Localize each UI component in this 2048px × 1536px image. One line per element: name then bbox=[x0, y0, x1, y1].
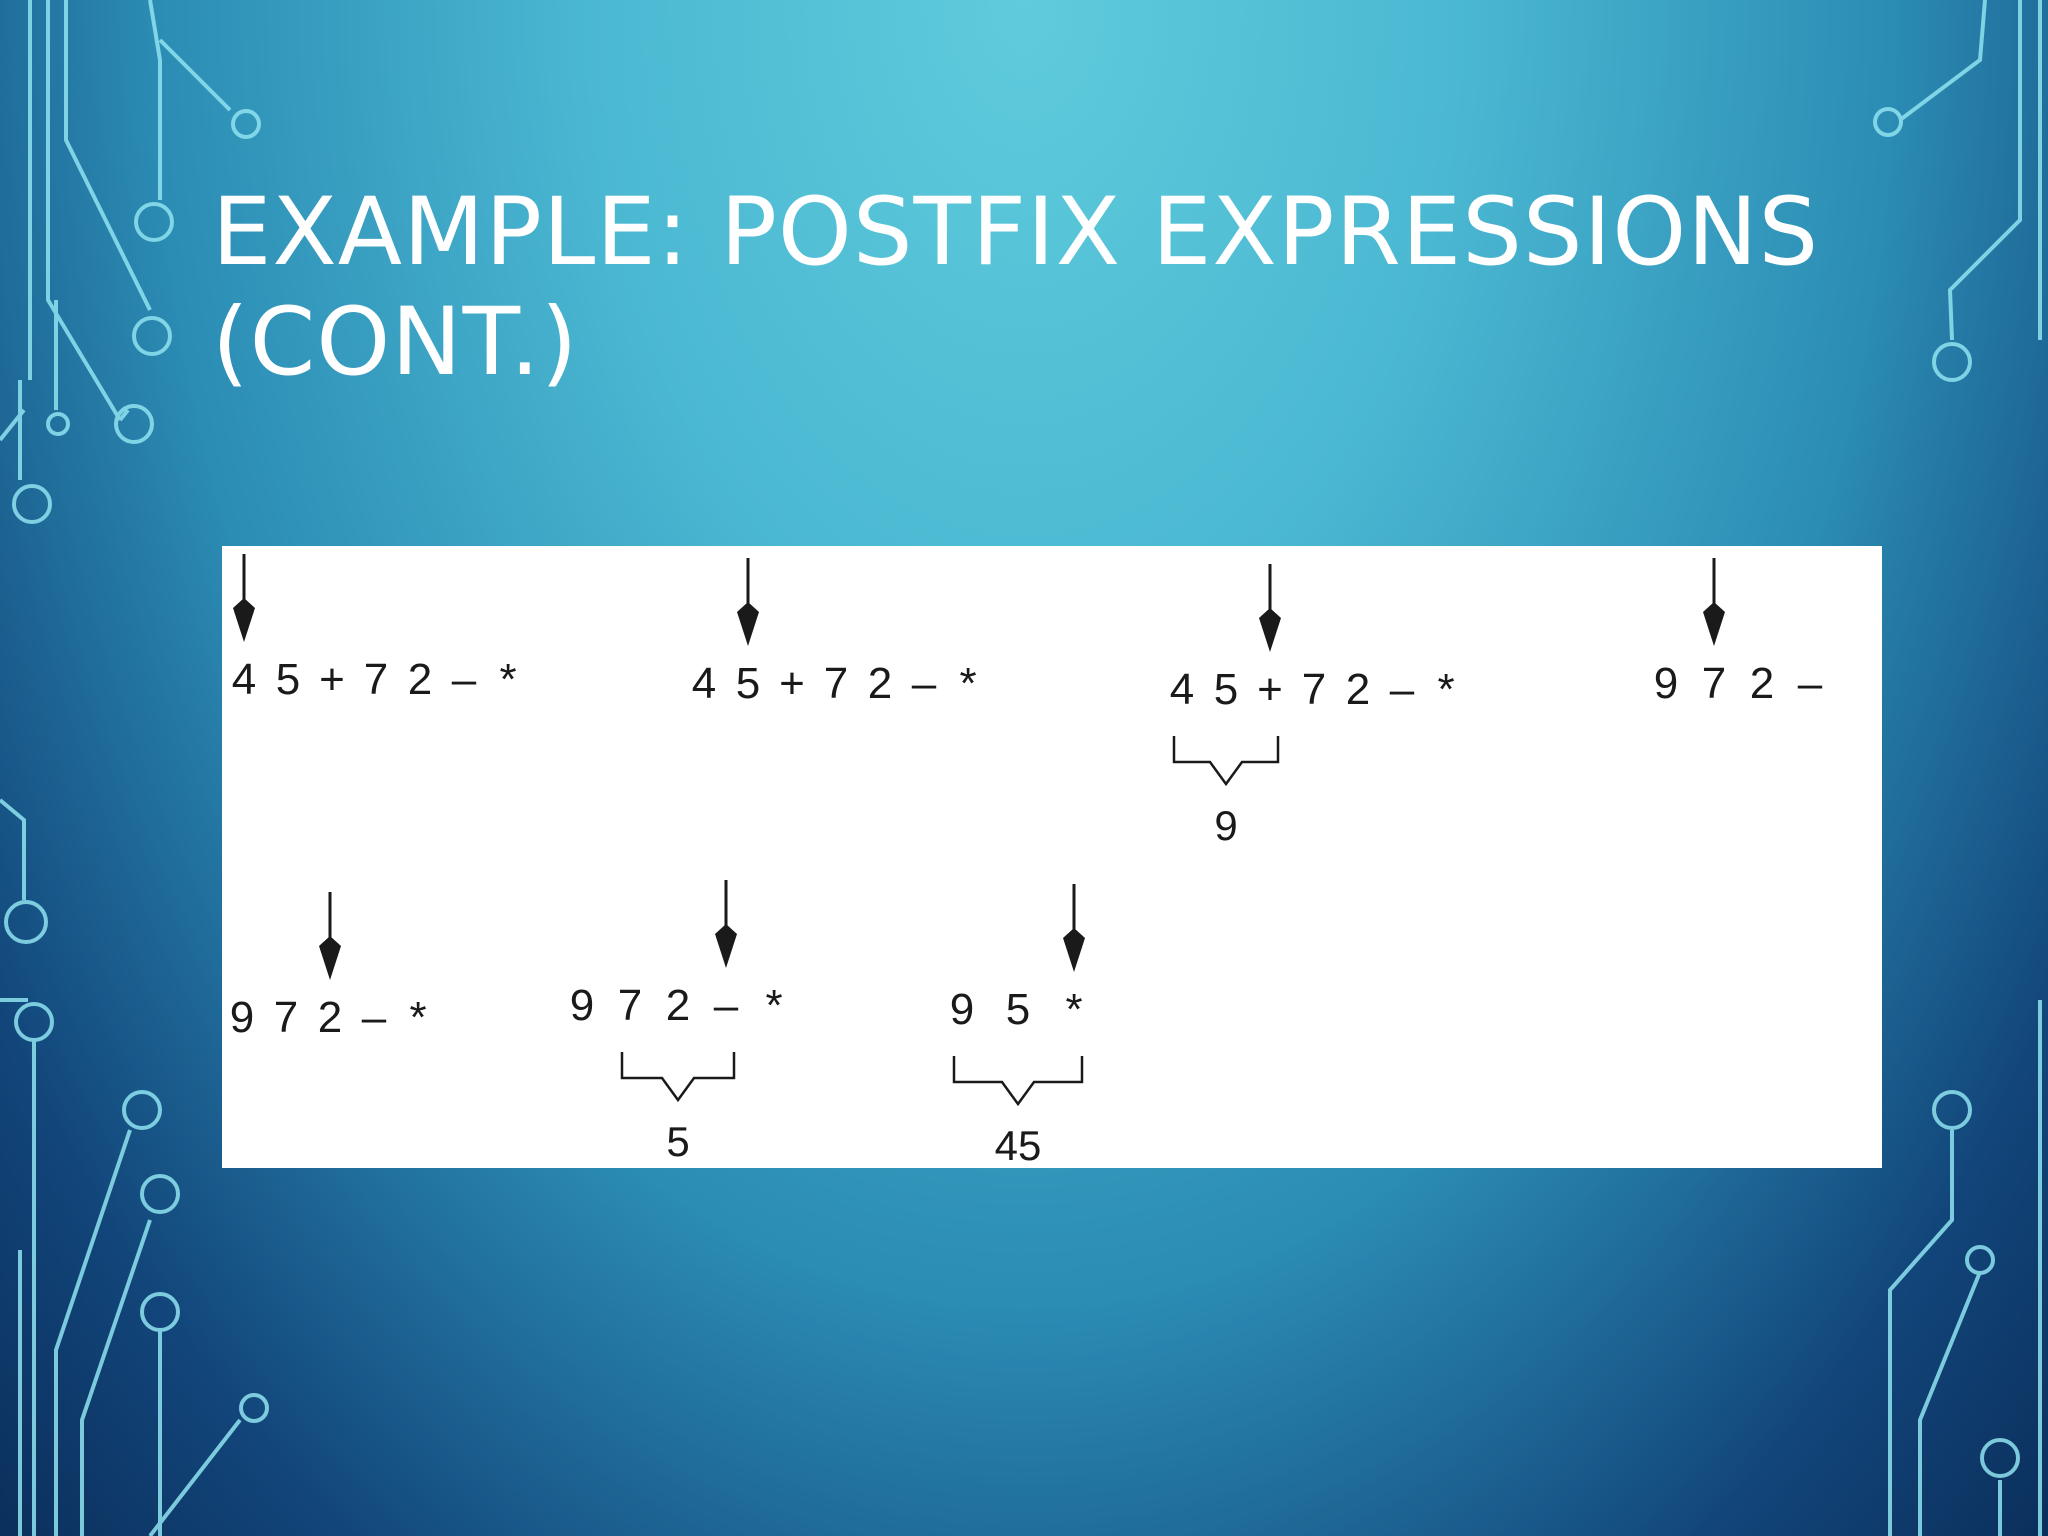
expression-token: 5 bbox=[276, 655, 300, 704]
expression-token: + bbox=[779, 659, 805, 708]
expression-token: 7 bbox=[364, 655, 388, 704]
pointer-arrow-head bbox=[319, 936, 341, 980]
pointer-arrow-head bbox=[737, 602, 759, 646]
expression-token: 2 bbox=[1750, 659, 1774, 708]
slide-title-line-1: EXAMPLE: POSTFIX EXPRESSIONS bbox=[212, 178, 1820, 287]
expression-token: 2 bbox=[318, 993, 342, 1042]
expression-token: 5 bbox=[1214, 665, 1238, 714]
expression-token: * bbox=[499, 655, 516, 704]
expression-token: * bbox=[765, 981, 782, 1030]
reduction-result: 9 bbox=[1214, 802, 1237, 849]
expression-token: 5 bbox=[1006, 985, 1030, 1034]
slide-title-line-2: (CONT.) bbox=[212, 288, 579, 397]
expression-token: 2 bbox=[666, 981, 690, 1030]
expression-token: 9 bbox=[570, 981, 594, 1030]
reduction-brace bbox=[1172, 736, 1280, 787]
expression-token: 7 bbox=[274, 993, 298, 1042]
expression-token: – bbox=[1390, 665, 1415, 714]
expression-token: 9 bbox=[230, 993, 254, 1042]
expression-token: – bbox=[714, 981, 739, 1030]
pointer-arrow-head bbox=[1063, 928, 1085, 972]
expression-token: 9 bbox=[1654, 659, 1678, 708]
expression-token: + bbox=[1257, 665, 1283, 714]
expression-token: * bbox=[1065, 985, 1082, 1034]
expression-token: * bbox=[959, 659, 976, 708]
expression-token: 2 bbox=[868, 659, 892, 708]
slide-title: EXAMPLE: POSTFIX EXPRESSIONS (CONT.) bbox=[212, 178, 1912, 398]
expression-token: 7 bbox=[618, 981, 642, 1030]
reduction-brace bbox=[952, 1056, 1084, 1107]
expression-token: 7 bbox=[1302, 665, 1326, 714]
expression-token: 5 bbox=[736, 659, 760, 708]
expression-token: 4 bbox=[692, 659, 716, 708]
reduction-result: 45 bbox=[995, 1122, 1042, 1168]
expression-token: 9 bbox=[950, 985, 974, 1034]
expression-token: 7 bbox=[1702, 659, 1726, 708]
expression-token: – bbox=[452, 655, 477, 704]
expression-token: 2 bbox=[1346, 665, 1370, 714]
expression-token: + bbox=[319, 655, 345, 704]
reduction-result: 5 bbox=[666, 1118, 689, 1165]
pointer-arrow-head bbox=[1703, 602, 1725, 646]
expression-token: 2 bbox=[408, 655, 432, 704]
pointer-arrow-head bbox=[715, 924, 737, 968]
expression-token: 4 bbox=[1170, 665, 1194, 714]
expression-token: 7 bbox=[824, 659, 848, 708]
expression-token: – bbox=[1798, 659, 1823, 708]
expression-token: – bbox=[362, 993, 387, 1042]
expression-token: 4 bbox=[232, 655, 256, 704]
expression-token: * bbox=[1437, 665, 1454, 714]
pointer-arrow-head bbox=[1259, 608, 1281, 652]
pointer-arrow-head bbox=[233, 598, 255, 642]
expression-token: * bbox=[409, 993, 426, 1042]
reduction-brace bbox=[620, 1052, 736, 1103]
expression-token: – bbox=[912, 659, 937, 708]
